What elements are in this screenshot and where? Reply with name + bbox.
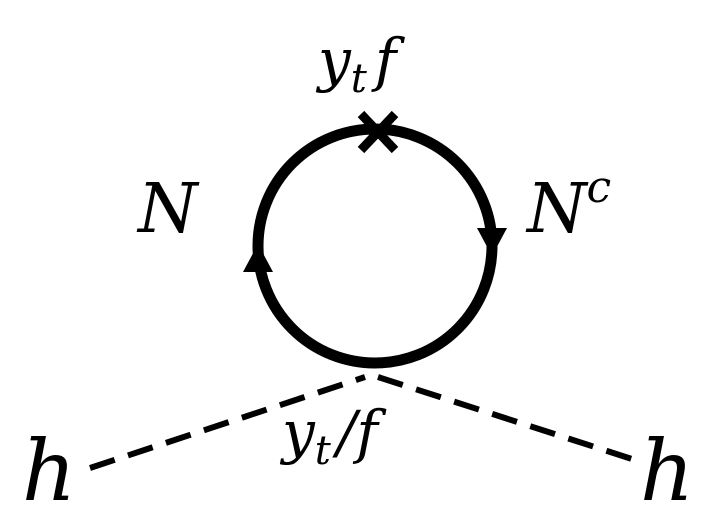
mass-insertion-cross-icon: [357, 110, 399, 154]
right-propagator-label: Nc: [525, 162, 611, 249]
right-higgs-line: [377, 374, 636, 463]
left-arrow-icon: [243, 244, 273, 272]
right-arrow-icon: [477, 228, 507, 256]
fermion-loop: [252, 123, 498, 369]
right-external-label: h: [640, 422, 694, 520]
left-external-label: h: [22, 422, 76, 520]
left-higgs-line: [89, 374, 366, 471]
left-propagator-label: N: [136, 170, 200, 249]
bottom-vertex-label: yt/f: [279, 398, 387, 474]
